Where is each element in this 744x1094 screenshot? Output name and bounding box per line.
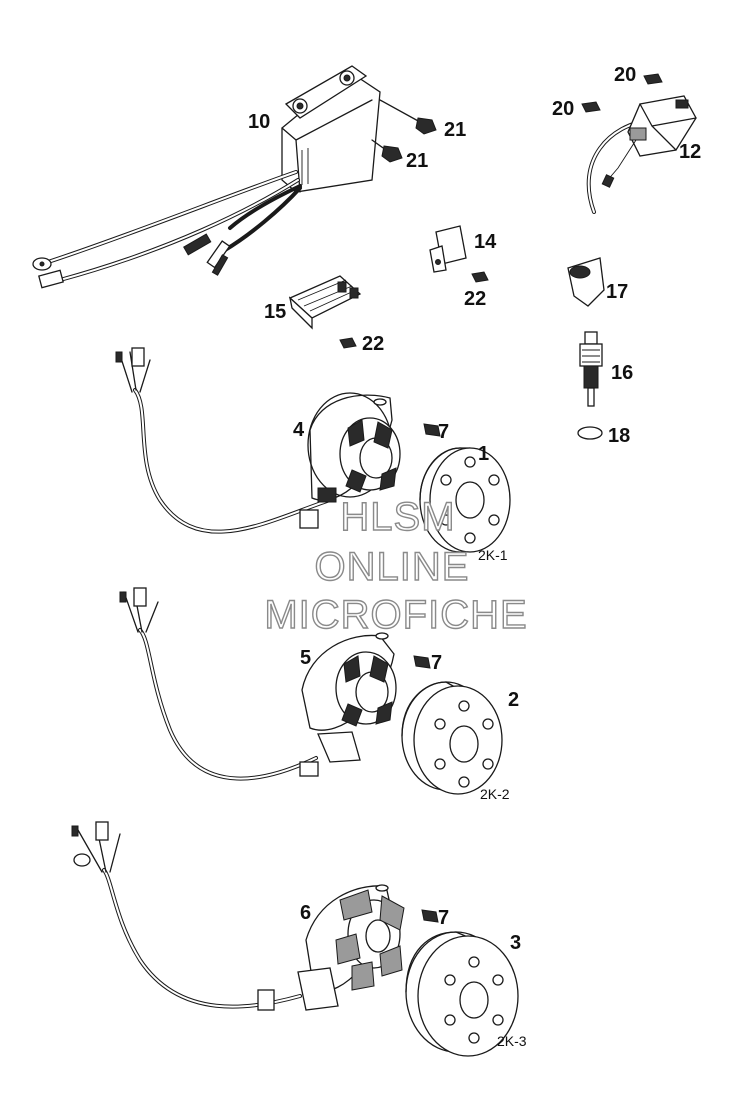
- watermark-line-3: MICROFICHE: [264, 593, 527, 637]
- part-number-21-upper: 21: [444, 119, 466, 141]
- watermark-line-1: HLSM: [340, 495, 455, 539]
- voltage-regulator: [288, 275, 362, 330]
- flywheel-2: [401, 681, 503, 795]
- part-number-14: 14: [474, 231, 497, 253]
- stator-4: [115, 347, 401, 534]
- part-number-15: 15: [264, 301, 286, 323]
- cdi-wiring: [32, 170, 302, 289]
- part-number-16: 16: [611, 362, 633, 384]
- bolt-21-lower: [371, 139, 403, 163]
- bolt-22-regulator: [339, 337, 357, 349]
- part-number-22-upper: 22: [464, 288, 486, 310]
- cdi-unit: [281, 65, 381, 193]
- part-number-7-kit3: 7: [438, 907, 449, 929]
- bolt-22-bracket: [471, 271, 489, 283]
- part-number-5: 5: [300, 647, 311, 669]
- bolt-7-kit2: [413, 655, 431, 669]
- part-number-22-lower: 22: [362, 333, 384, 355]
- part-number-7-kit1: 7: [438, 421, 449, 443]
- bracket: [429, 225, 467, 273]
- part-number-10: 10: [248, 111, 270, 133]
- part-number-20-upper: 20: [614, 64, 636, 86]
- part-number-2: 2: [508, 689, 519, 711]
- part-number-12: 12: [679, 141, 701, 163]
- part-number-6: 6: [300, 902, 311, 924]
- bolt-21-upper: [379, 99, 437, 135]
- part-number-1: 1: [478, 443, 489, 465]
- bolt-20-lower: [581, 101, 601, 113]
- ignition-coil: [586, 95, 697, 214]
- spark-plug: [579, 331, 603, 407]
- part-number-20-lower: 20: [552, 98, 574, 120]
- kit-label-2k2: 2K-2: [480, 786, 510, 802]
- part-number-3: 3: [510, 932, 521, 954]
- part-number-21-lower: 21: [406, 150, 428, 172]
- sealing-ring: [577, 426, 603, 440]
- part-number-7-kit2: 7: [431, 652, 442, 674]
- watermark: HLSM ONLINE MICROFICHE: [264, 494, 528, 637]
- stator-6: [71, 821, 405, 1011]
- watermark-line-2: ONLINE: [315, 545, 470, 589]
- bolt-7-kit3: [421, 909, 439, 923]
- stator-5: [119, 587, 397, 781]
- spark-plug-cap: [567, 257, 605, 307]
- flywheel-1: [419, 447, 511, 553]
- bolt-7-kit1: [423, 423, 441, 437]
- kit-label-2k3: 2K-3: [497, 1033, 527, 1049]
- part-number-4: 4: [293, 419, 305, 441]
- kit-label-2k1: 2K-1: [478, 547, 508, 563]
- part-number-17: 17: [606, 281, 628, 303]
- flywheel-3: [405, 931, 519, 1057]
- bolt-20-upper: [643, 73, 663, 85]
- part-number-18: 18: [608, 425, 630, 447]
